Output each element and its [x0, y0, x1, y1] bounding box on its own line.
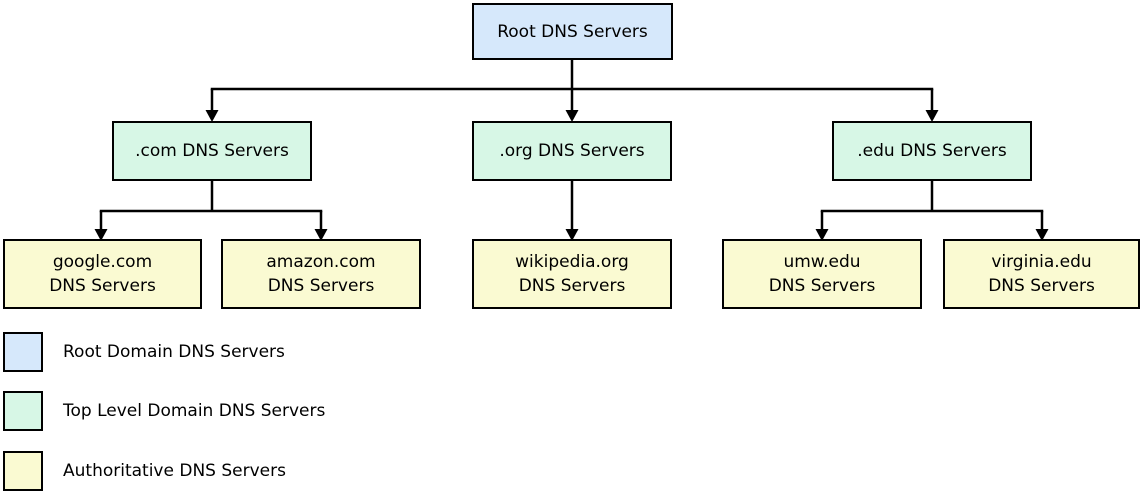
node-label: .org DNS Servers [499, 141, 645, 161]
node-virginia-dns-servers: virginia.edu DNS Servers [943, 239, 1140, 309]
node-label: .edu DNS Servers [857, 141, 1007, 161]
legend-item-authoritative: Authoritative DNS Servers [3, 450, 286, 491]
legend-item-root-domain: Root Domain DNS Servers [3, 331, 285, 372]
node-umw-dns-servers: umw.edu DNS Servers [722, 239, 922, 309]
legend-swatch-top-level-domain [3, 390, 43, 431]
node-label-line1: umw.edu [783, 252, 861, 272]
node-label-line2: DNS Servers [518, 276, 626, 296]
node-root-dns-servers: Root DNS Servers [472, 3, 673, 60]
node-label-line2: DNS Servers [267, 276, 375, 296]
node-label: Root DNS Servers [497, 21, 648, 42]
legend-swatch-authoritative [3, 450, 43, 491]
node-label: .com DNS Servers [135, 141, 289, 161]
node-org-dns-servers: .org DNS Servers [472, 121, 672, 181]
node-label-line1: wikipedia.org [515, 252, 629, 272]
node-amazon-dns-servers: amazon.com DNS Servers [221, 239, 421, 309]
node-label-line1: amazon.com [266, 252, 376, 272]
legend-swatch-root-domain [3, 331, 43, 372]
node-label-line2: DNS Servers [49, 276, 156, 296]
node-com-dns-servers: .com DNS Servers [112, 121, 312, 181]
node-google-dns-servers: google.com DNS Servers [3, 239, 202, 309]
node-label-line2: DNS Servers [768, 276, 876, 296]
legend-label-root-domain: Root Domain DNS Servers [63, 341, 285, 362]
node-label-line1: virginia.edu [991, 252, 1092, 272]
node-label-line1: google.com [52, 252, 153, 272]
legend-label-top-level-domain: Top Level Domain DNS Servers [63, 400, 326, 421]
legend-item-top-level-domain: Top Level Domain DNS Servers [3, 390, 325, 431]
node-label-line2: DNS Servers [988, 276, 1095, 296]
legend-label-authoritative: Authoritative DNS Servers [63, 460, 286, 481]
node-edu-dns-servers: .edu DNS Servers [832, 121, 1032, 181]
node-wikipedia-dns-servers: wikipedia.org DNS Servers [472, 239, 672, 309]
